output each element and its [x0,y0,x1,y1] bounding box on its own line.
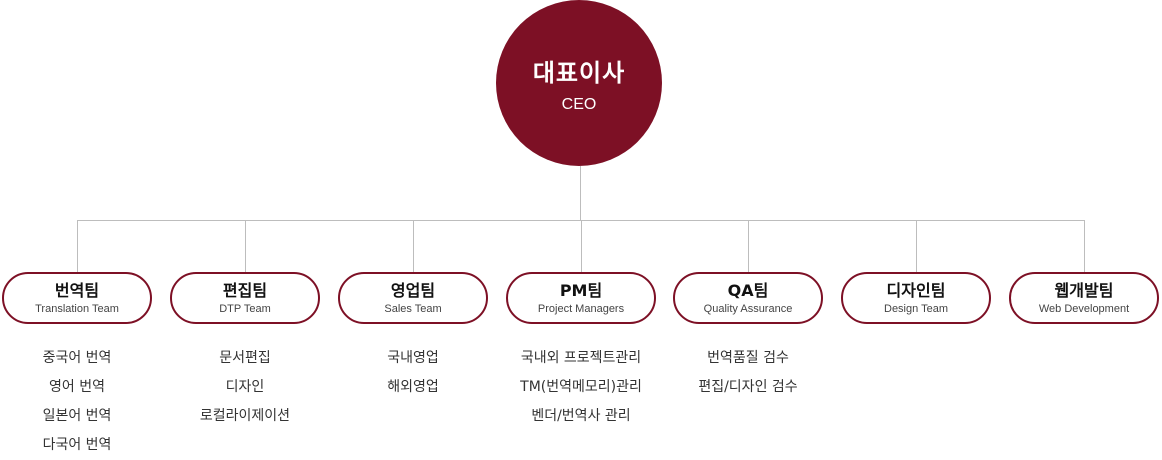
ceo-node: 대표이사 CEO [496,0,662,166]
team-drop-line [413,220,414,272]
team-drop-line [581,220,582,272]
team-duty-item: 편집/디자인 검수 [698,379,798,395]
team-duty-item: 국내영업 [387,350,439,366]
team-name-en: Project Managers [537,302,625,315]
team-name-en: Sales Team [384,302,442,315]
team-duty-item: 벤더/번역사 관리 [531,408,631,424]
team-name-en: Quality Assurance [703,302,793,315]
team-name-ko: 디자인팀 [886,280,946,300]
team-node: 영업팀 Sales Team [338,272,488,324]
team-name-ko: PM팀 [559,280,603,300]
team-duty-item: TM(번역메모리)관리 [520,379,642,395]
team-name-ko: 영업팀 [390,280,436,300]
team-name-ko: 번역팀 [54,280,100,300]
team-duty-item: 다국어 번역 [42,437,112,453]
team-node: QA팀 Quality Assurance [673,272,823,324]
ceo-title-en: CEO [561,95,597,113]
team-name-ko: QA팀 [727,280,769,300]
team-duty-item: 국내외 프로젝트관리 [520,350,642,366]
team-duty-item: 해외영업 [387,379,439,395]
team-duty-item: 일본어 번역 [42,408,112,424]
team-duty-item: 번역품질 검수 [707,350,789,366]
team-name-ko: 웹개발팀 [1054,280,1114,300]
team-drop-line [245,220,246,272]
team-node: 웹개발팀 Web Development [1009,272,1159,324]
team-name-en: Design Team [884,302,948,315]
team-duty-item: 중국어 번역 [42,350,112,366]
team-drop-line [1084,220,1085,272]
team-duty-item: 문서편집 [219,350,271,366]
team-node: PM팀 Project Managers [506,272,656,324]
team-name-en: Web Development [1038,302,1130,315]
team-drop-line [916,220,917,272]
team-duty-item: 영어 번역 [49,379,105,395]
team-name-en: Translation Team [35,302,119,315]
team-node: 디자인팀 Design Team [841,272,991,324]
team-duty-item: 로컬라이제이션 [199,408,291,424]
team-name-ko: 편집팀 [222,280,268,300]
team-node: 편집팀 DTP Team [170,272,320,324]
team-name-en: DTP Team [219,302,271,315]
team-node: 번역팀 Translation Team [2,272,152,324]
team-drop-line [77,220,78,272]
ceo-title-ko: 대표이사 [532,58,626,87]
ceo-stem-line [580,166,581,220]
team-duty-item: 디자인 [225,379,265,395]
team-drop-line [748,220,749,272]
